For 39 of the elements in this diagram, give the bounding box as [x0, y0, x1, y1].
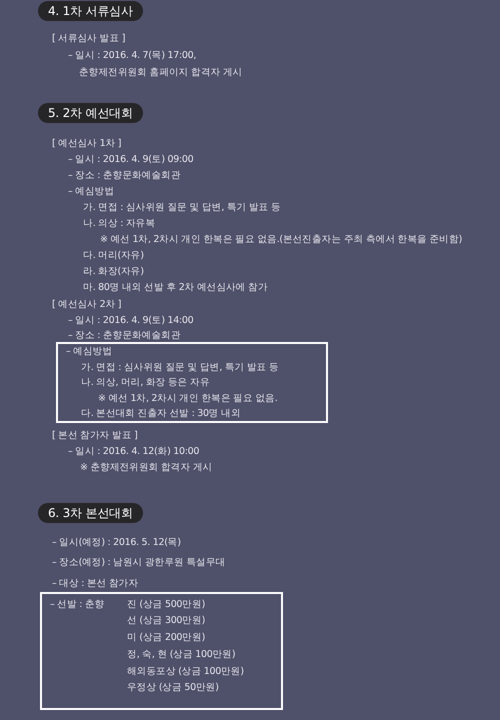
highlight-frame	[56, 342, 328, 423]
list-item: 다. 머리(자유)	[83, 249, 144, 263]
list-item: 미 (상금 200만원)	[127, 631, 205, 645]
highlight-frame	[40, 592, 283, 710]
list-item: – 선발 : 춘향	[50, 598, 104, 612]
subsection-heading: [ 본선 참가자 발표 ]	[52, 429, 138, 443]
section-heading: 4. 1차 서류심사	[38, 1, 143, 21]
list-item: 우정상 (상금 50만원)	[127, 681, 219, 695]
list-item: – 대상 : 본선 참가자	[52, 577, 138, 591]
list-item: – 일시 : 2016. 4. 7(목) 17:00,	[68, 49, 196, 63]
list-item: 춘향제전위원회 홈페이지 합격자 게시	[79, 66, 242, 80]
list-item: 라. 화장(자유)	[83, 265, 144, 279]
list-item: 나. 의상, 머리, 화장 등은 자유	[81, 376, 210, 390]
note-text: ※ 예선 1차, 2차시 개인 한복은 필요 없음.	[98, 392, 278, 406]
subsection-heading: [ 서류심사 발표 ]	[52, 32, 126, 46]
list-item: – 일시 : 2016. 4. 9(토) 14:00	[68, 314, 194, 328]
list-item: 가. 면접 : 심사위원 질문 및 답변, 특기 발표 등	[81, 361, 279, 375]
list-item: – 예심방법	[68, 185, 114, 199]
list-item: 마. 80명 내외 선발 후 2차 예선심사에 참가	[83, 281, 268, 295]
list-item: 가. 면접 : 심사위원 질문 및 답변, 특기 발표 등	[83, 201, 281, 215]
list-item: 다. 본선대회 진출자 선발 : 30명 내외	[81, 407, 241, 421]
list-item: 나. 의상 : 자유복	[83, 217, 155, 231]
list-item: – 장소(예정) : 남원시 광한루원 특설무대	[52, 556, 226, 570]
note-text: ※ 예선 1차, 2차시 개인 한복은 필요 없음.(본선진출자는 주최 측에서 한복을 준비함)	[100, 233, 462, 247]
section-heading: 5. 2차 예선대회	[38, 103, 143, 123]
list-item: – 장소 : 춘향문화예술회관	[68, 169, 181, 183]
subsection-heading: [ 예선심사 2차 ]	[52, 298, 122, 312]
list-item: – 일시 : 2016. 4. 12(화) 10:00	[68, 445, 200, 459]
list-item: 정, 숙, 현 (상금 100만원)	[127, 648, 236, 662]
list-item: 선 (상금 300만원)	[127, 614, 205, 628]
list-item: – 일시(예정) : 2016. 5. 12(목)	[52, 536, 181, 550]
list-item: – 장소 : 춘향문화예술회관	[68, 329, 181, 343]
subsection-heading: [ 예선심사 1차 ]	[52, 137, 122, 151]
list-item: 진 (상금 500만원)	[127, 598, 205, 612]
note-text: ※ 춘향제전위원회 합격자 게시	[80, 461, 212, 475]
list-item: – 일시 : 2016. 4. 9(토) 09:00	[68, 153, 194, 167]
list-item: – 예심방법	[66, 345, 112, 359]
section-heading: 6. 3차 본선대회	[38, 503, 143, 523]
list-item: 해외동포상 (상금 100만원)	[127, 665, 244, 679]
